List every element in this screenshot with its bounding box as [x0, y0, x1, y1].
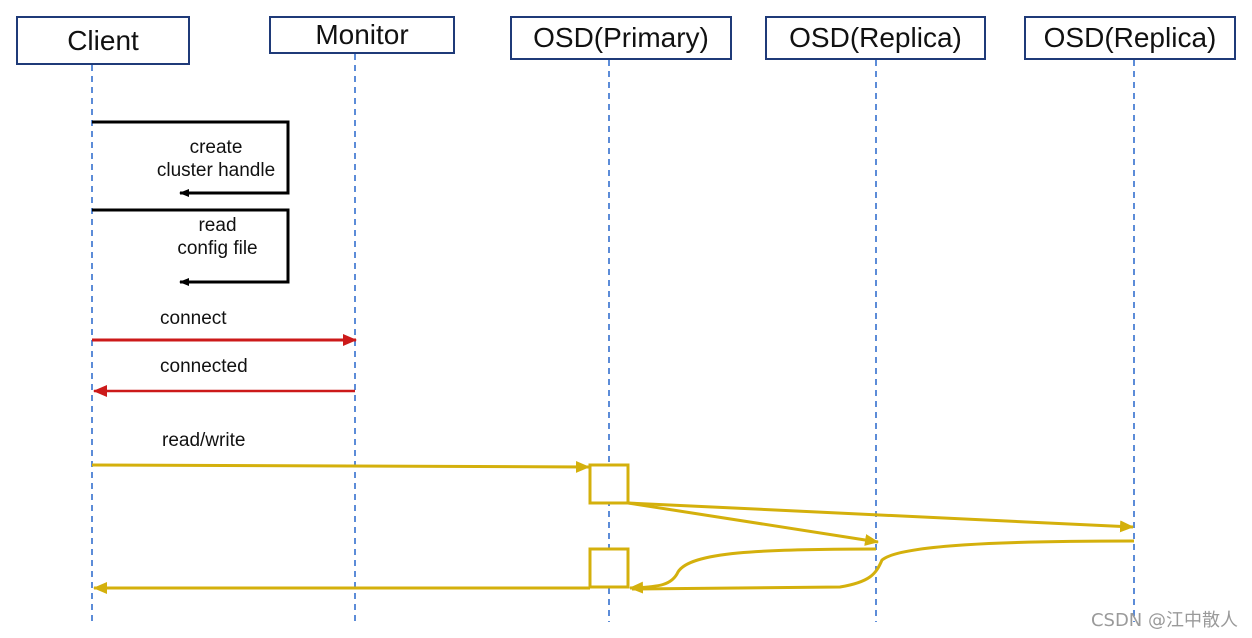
- replicate-to-replica-1-arrow: [627, 501, 879, 546]
- primary-activation-ack: [588, 547, 630, 589]
- actor-client: Client: [16, 16, 190, 65]
- lifelines: [91, 54, 1135, 622]
- ack-from-replica-2-curve: [631, 539, 1135, 591]
- self-call-create-cluster-handle: [92, 120, 290, 197]
- label-create-line2: cluster handle: [156, 160, 276, 181]
- label-connect: connect: [160, 308, 227, 329]
- label-read-config-file: read config file: [160, 214, 275, 260]
- label-connected: connected: [160, 356, 248, 377]
- actor-osd-replica-1: OSD(Replica): [765, 16, 986, 60]
- primary-activation-write: [588, 463, 630, 505]
- replicate-to-replica-2-arrow: [627, 501, 1134, 533]
- actor-osd-primary-label: OSD(Primary): [533, 22, 709, 53]
- ack-from-replica-1-curve: [629, 547, 877, 594]
- actor-client-label: Client: [67, 24, 139, 56]
- actor-osd-replica-1-label: OSD(Replica): [789, 22, 962, 53]
- label-read-write: read/write: [162, 430, 246, 451]
- actor-monitor-label: Monitor: [315, 19, 409, 50]
- label-read-line1: read: [198, 215, 237, 236]
- actor-osd-primary: OSD(Primary): [510, 16, 732, 60]
- actor-osd-replica-2: OSD(Replica): [1024, 16, 1236, 60]
- label-read-line2: config file: [177, 238, 258, 259]
- watermark: CSDN @江中散人: [1090, 610, 1238, 631]
- read-write-arrow: [91, 460, 590, 473]
- label-create-cluster-handle: create cluster handle: [146, 136, 286, 182]
- label-create-line1: create: [189, 137, 243, 158]
- actor-osd-replica-2-label: OSD(Replica): [1043, 22, 1217, 53]
- self-call-read-config-file: [92, 208, 290, 286]
- actor-monitor: Monitor: [269, 16, 455, 54]
